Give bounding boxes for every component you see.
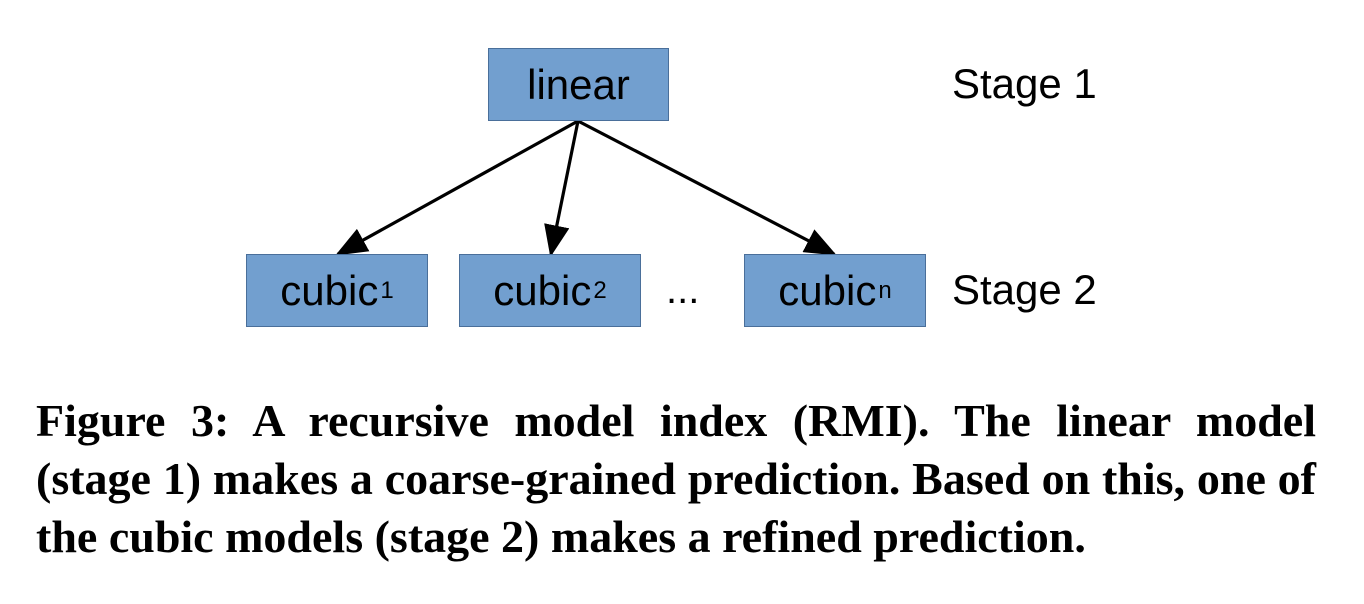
cubic-subscript-n: n xyxy=(878,276,892,304)
ellipsis: ... xyxy=(666,268,700,312)
arrow-to-cubic-1 xyxy=(335,119,579,256)
linear-model-node: linear xyxy=(488,48,669,121)
cubic-label-1: cubic xyxy=(280,266,379,314)
arrow-to-cubic-2 xyxy=(544,120,580,258)
cubic-label-2: cubic xyxy=(493,266,592,314)
cubic-subscript-2: 2 xyxy=(593,276,607,304)
figure-caption: Figure 3: A recursive model index (RMI).… xyxy=(36,395,1316,562)
arrows xyxy=(335,119,837,258)
cubic-subscript-1: 1 xyxy=(380,276,394,304)
stage-1-label: Stage 1 xyxy=(952,60,1097,107)
arrow-to-cubic-n xyxy=(577,119,837,256)
cubic-label-n: cubic xyxy=(778,266,877,314)
stage-2-label: Stage 2 xyxy=(952,266,1097,313)
linear-model-label: linear xyxy=(527,60,630,108)
